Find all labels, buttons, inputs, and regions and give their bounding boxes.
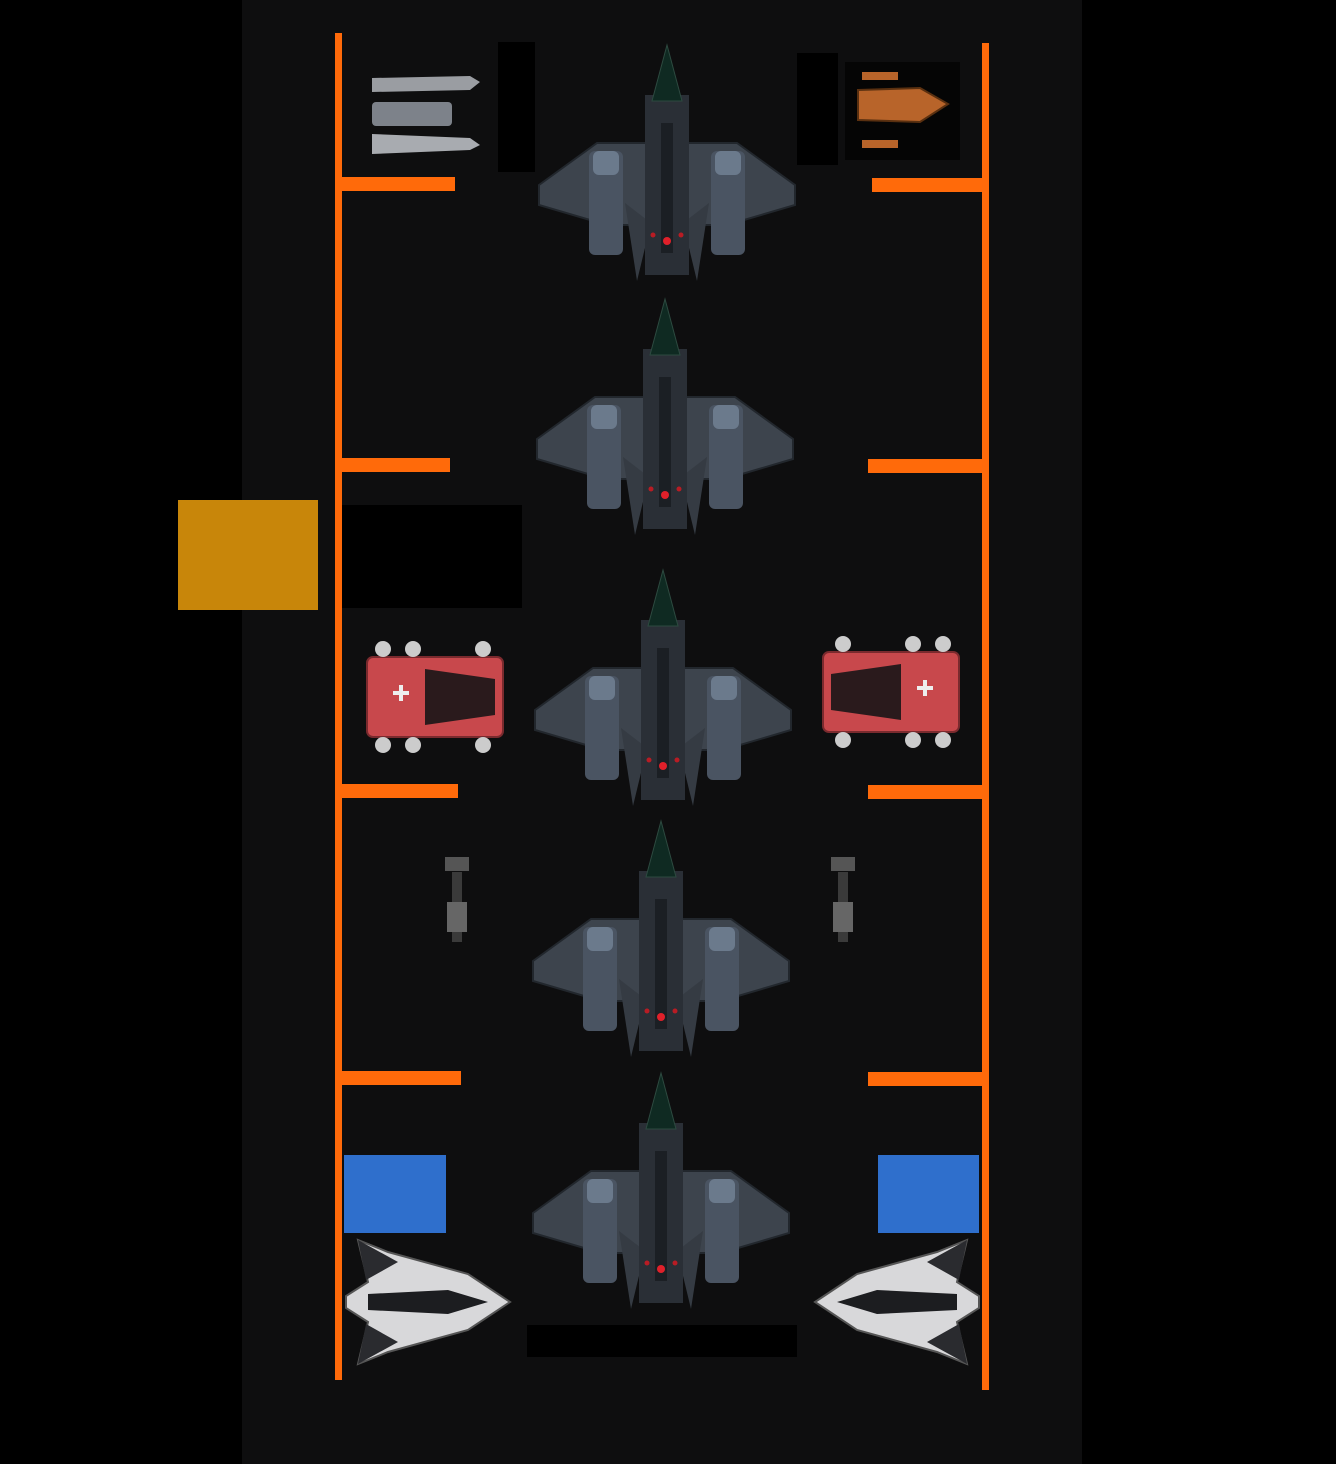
blue-marker-right[interactable]: [878, 1155, 979, 1233]
right-divider-1: [872, 178, 989, 192]
blue-marker-left[interactable]: [344, 1155, 446, 1233]
mask-block: [498, 42, 535, 172]
cargo-vehicle-icon[interactable]: [845, 62, 960, 160]
right-divider-3: [868, 785, 989, 799]
rover-icon[interactable]: [822, 635, 960, 749]
left-divider-2: [335, 458, 450, 472]
right-wall: [982, 43, 989, 1390]
mask-block: [342, 505, 522, 608]
left-divider-1: [335, 177, 455, 191]
left-wall: [335, 33, 342, 1380]
bay-dividers: [335, 33, 989, 1390]
mask-block: [797, 53, 838, 165]
right-divider-2: [868, 459, 989, 473]
right-divider-4: [868, 1072, 989, 1086]
left-divider-3: [335, 784, 458, 798]
rover-icon[interactable]: [366, 640, 504, 754]
mask-block: [527, 1325, 797, 1357]
left-divider-4: [335, 1071, 461, 1085]
gold-marker[interactable]: [178, 500, 318, 610]
ground-vehicles-icon[interactable]: [372, 76, 480, 154]
